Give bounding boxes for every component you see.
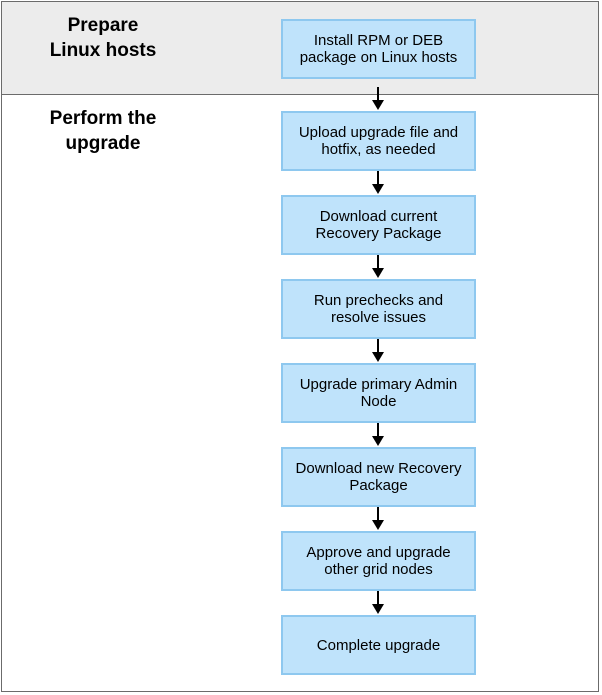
arrow-down-icon [372, 507, 384, 530]
arrow-down-icon [372, 171, 384, 194]
step-download-new-recovery: Download new Recovery Package [281, 447, 476, 507]
step-download-current-recovery: Download current Recovery Package [281, 195, 476, 255]
arrow-down-icon [372, 423, 384, 446]
perform-band-label: Perform the upgrade [49, 108, 157, 154]
step-upgrade-primary-admin: Upgrade primary Admin Node [281, 363, 476, 423]
arrow-down-icon [372, 339, 384, 362]
step-approve-upgrade-nodes: Approve and upgrade other grid nodes [281, 531, 476, 591]
step-complete-upgrade: Complete upgrade [281, 615, 476, 675]
step-run-prechecks: Run prechecks and resolve issues [281, 279, 476, 339]
arrow-down-icon [372, 591, 384, 614]
step-install-package: Install RPM or DEB package on Linux host… [281, 19, 476, 79]
arrow-down-icon [372, 87, 384, 110]
step-upload-upgrade-file: Upload upgrade file and hotfix, as neede… [281, 111, 476, 171]
arrow-down-icon [372, 255, 384, 278]
prepare-band-label: Prepare Linux hosts [49, 15, 157, 61]
